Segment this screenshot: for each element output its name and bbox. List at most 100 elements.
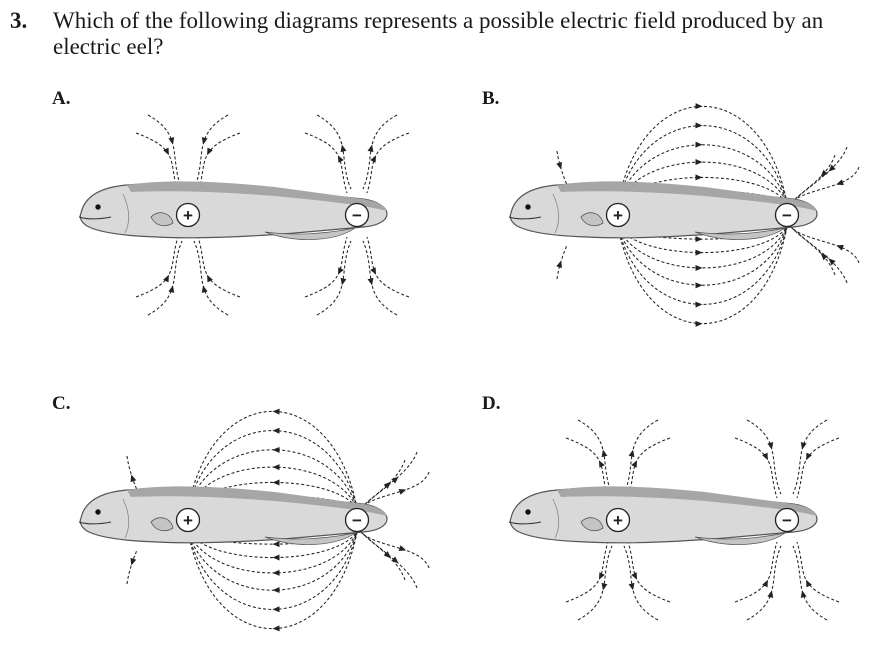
eel-fin (694, 532, 786, 545)
eel-gill (122, 193, 129, 234)
field-line (790, 146, 848, 204)
option-b-diagram[interactable]: +− (475, 95, 870, 345)
field-arrowhead (828, 164, 836, 172)
field-arrowhead (762, 579, 768, 588)
field-line (187, 531, 358, 591)
negative-charge: − (344, 202, 370, 228)
field-line (790, 226, 836, 276)
field-arrowhead (370, 267, 377, 275)
positive-charge-sign: + (183, 511, 193, 530)
field-line (746, 419, 782, 495)
field-line (617, 125, 788, 204)
option-a-diagram[interactable]: +− (45, 95, 440, 345)
electric-eel (78, 486, 388, 545)
field-line (556, 150, 568, 186)
field-line (147, 114, 183, 190)
field-arrowhead (337, 155, 344, 163)
option-a-label: A. (52, 88, 71, 109)
field-line (790, 226, 848, 284)
eel-fin (264, 227, 356, 240)
field-arrowhead (337, 267, 344, 275)
negative-charge-circle (344, 507, 370, 533)
field-arrowhead (695, 282, 703, 289)
negative-charge-sign: − (782, 511, 792, 530)
field-arrowhead (272, 541, 280, 548)
field-arrowhead (820, 169, 828, 177)
field-arrowhead (631, 460, 638, 468)
electric-eel (508, 486, 818, 545)
electric-eel (78, 181, 388, 240)
positive-charge-sign: + (613, 206, 623, 225)
field-line (126, 455, 138, 491)
field-arrowhead (391, 476, 399, 484)
field-diagram-svg: +− (78, 114, 410, 316)
field-line (360, 459, 406, 509)
field-arrowhead (767, 590, 774, 598)
field-arrowhead (820, 253, 828, 261)
field-arrowhead (163, 147, 169, 156)
field-lines (135, 114, 410, 316)
field-arrowhead (272, 554, 280, 561)
positive-charge-circle (175, 507, 201, 533)
positive-charge-circle (605, 507, 631, 533)
field-arrowhead (272, 408, 280, 415)
field-line (362, 240, 398, 316)
field-arrowhead (272, 587, 280, 594)
field-line (790, 226, 860, 264)
field-line (187, 410, 358, 509)
field-arrowhead (601, 449, 608, 458)
field-line (193, 114, 229, 190)
field-arrowhead (631, 572, 638, 580)
negative-charge: − (344, 507, 370, 533)
field-arrowhead (367, 277, 374, 286)
field-arrowhead (800, 590, 807, 598)
eel-mouth (508, 216, 542, 220)
field-line (316, 114, 352, 190)
field-arrowhead (628, 449, 635, 458)
option-c-diagram[interactable]: +− (45, 400, 440, 650)
field-line (187, 531, 358, 610)
field-arrowhead (695, 320, 703, 327)
field-line (187, 531, 358, 574)
field-arrowhead (806, 579, 812, 588)
eel-fin (694, 227, 786, 240)
eel-pectoral-fin (580, 212, 604, 227)
field-arrowhead (272, 606, 280, 613)
field-line (617, 226, 788, 286)
field-line (734, 541, 778, 603)
eel-dorsal-stripe (127, 181, 387, 211)
field-arrowhead (695, 122, 703, 129)
field-arrowhead (201, 285, 208, 293)
positive-charge-circle (175, 202, 201, 228)
field-line (197, 132, 241, 194)
positive-charge-sign: + (183, 206, 193, 225)
positive-charge: + (605, 507, 631, 533)
field-line (360, 451, 418, 509)
negative-charge-circle (344, 202, 370, 228)
field-arrowhead (695, 265, 703, 272)
field-line (360, 531, 406, 581)
option-d-diagram[interactable]: +− (475, 400, 870, 650)
eel-fin (264, 532, 356, 545)
eel-eye (95, 204, 101, 210)
field-arrowhead (272, 479, 280, 486)
positive-charge: + (175, 507, 201, 533)
option-b-label: B. (482, 88, 500, 109)
negative-charge-sign: − (782, 206, 792, 225)
negative-charge-circle (774, 507, 800, 533)
positive-charge-sign: + (613, 511, 623, 530)
field-arrowhead (367, 144, 374, 153)
eel-eye (95, 509, 101, 515)
field-arrowhead (130, 557, 137, 566)
field-arrowhead (695, 236, 703, 243)
eel-dorsal-stripe (127, 486, 387, 516)
eel-dorsal-stripe (557, 486, 817, 516)
field-line (623, 419, 659, 495)
field-arrowhead (695, 301, 703, 308)
field-arrowhead (800, 442, 807, 450)
field-diagram-svg: +− (508, 103, 860, 327)
electric-eel (508, 181, 818, 240)
question-number: 3. (10, 8, 28, 33)
field-line (360, 531, 430, 569)
field-arrowhead (601, 582, 608, 591)
